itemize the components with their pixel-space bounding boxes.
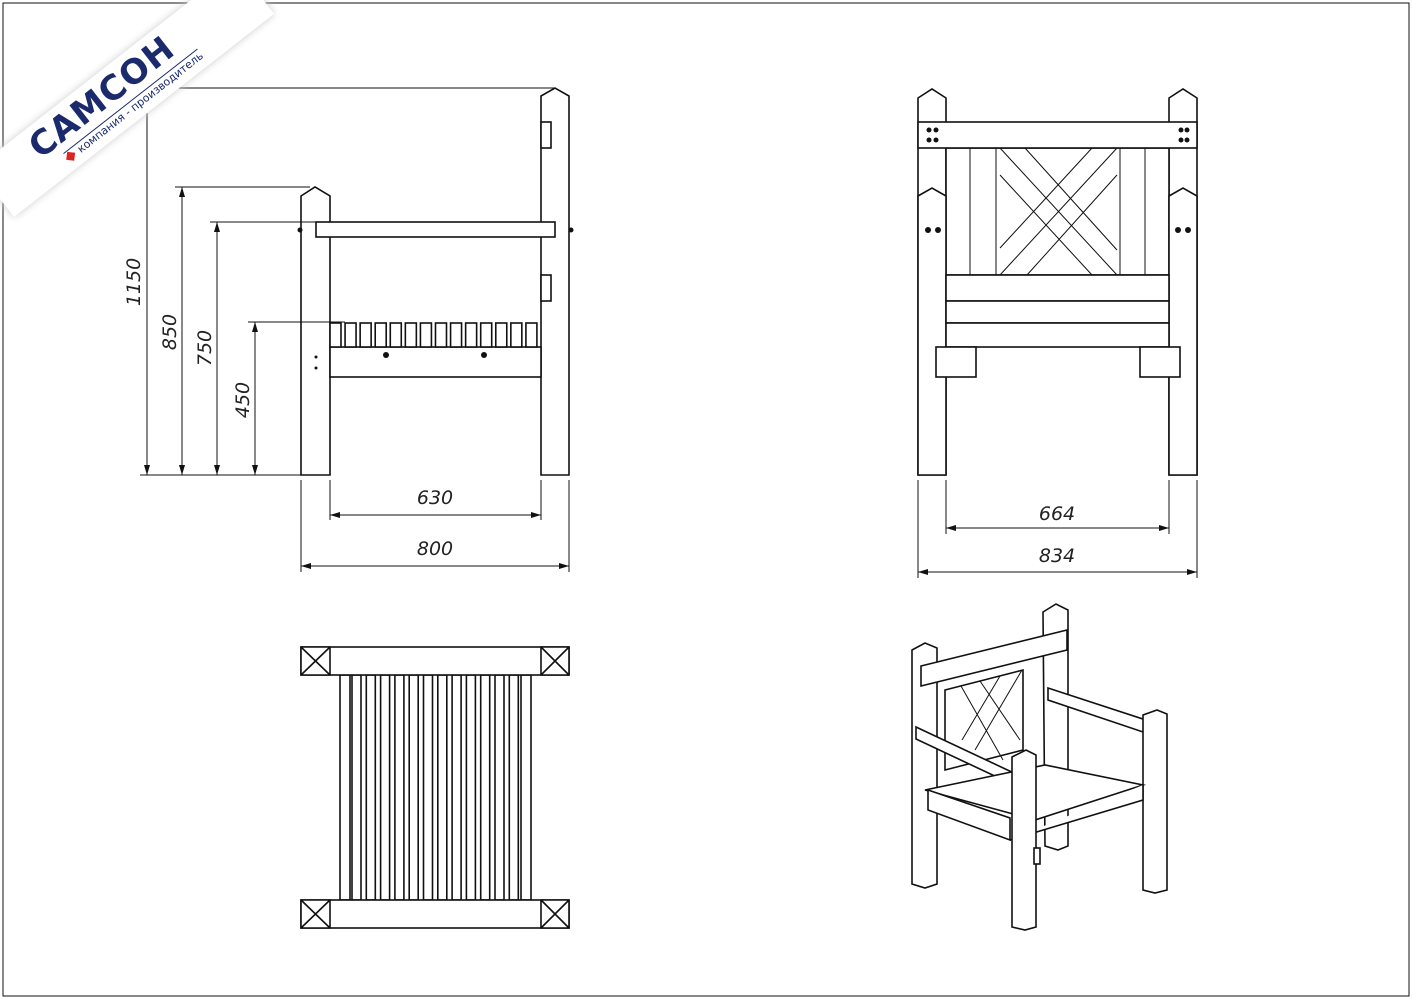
top-rail: [917, 121, 1198, 149]
front-post: [300, 186, 331, 476]
seat-slat: [394, 674, 405, 901]
back-post: [540, 87, 570, 476]
seat-slat: [479, 674, 491, 901]
seat-slat: [525, 322, 538, 348]
seat-slat: [434, 322, 448, 348]
seat-slat: [379, 674, 391, 901]
seat-slat: [494, 322, 508, 348]
top-view: [300, 646, 570, 929]
seat-slat: [465, 674, 477, 901]
seat-slat: [451, 674, 462, 901]
seat-slat: [344, 322, 357, 348]
seat-slat: [351, 674, 362, 901]
seat-slats: [329, 322, 538, 348]
dim-834: 834: [1039, 545, 1075, 567]
seat-slat: [419, 322, 433, 348]
seat-slat: [449, 322, 463, 348]
backrest: [945, 147, 1170, 276]
seat-slat: [464, 322, 478, 348]
dim-1150: 1150: [123, 258, 145, 306]
dim-800: 800: [417, 538, 453, 560]
front-view: 664 834: [917, 88, 1198, 578]
seat-slat: [510, 322, 523, 348]
seat-slat: [374, 322, 388, 348]
isometric-view: [911, 603, 1168, 931]
seat-slat: [359, 322, 372, 348]
seat-slat: [436, 674, 448, 901]
seat-rail: [329, 346, 542, 378]
seat-slat: [479, 322, 493, 348]
seat-slat: [404, 322, 418, 348]
armrest: [315, 221, 556, 238]
seat-slat: [422, 674, 434, 901]
dim-664: 664: [1039, 503, 1075, 525]
seat-slat: [389, 322, 403, 348]
dim-450: 450: [232, 382, 254, 418]
seat-slat: [408, 674, 420, 901]
seat-slat: [365, 674, 377, 901]
seat-slat: [508, 674, 520, 901]
side-view: 1150 850 750 450 630 800: [123, 87, 574, 572]
dim-850: 850: [159, 314, 181, 350]
dim-630: 630: [417, 487, 453, 509]
seat-slat: [494, 674, 505, 901]
seat-slat: [329, 322, 342, 348]
dim-750: 750: [194, 330, 216, 366]
